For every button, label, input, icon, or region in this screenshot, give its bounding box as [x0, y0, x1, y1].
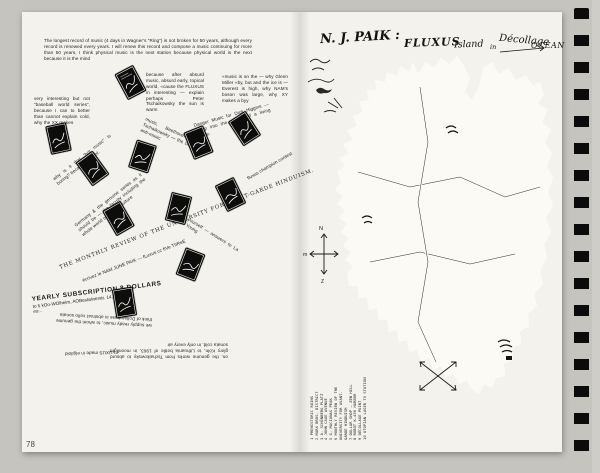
- book-cover-image: [128, 139, 157, 174]
- margin-scribbles: [307, 58, 343, 113]
- compass-icon: N m Z: [303, 226, 339, 285]
- ink-scribble: [361, 125, 513, 360]
- book-cover-image: [175, 247, 206, 282]
- compass-letter-n: N: [319, 226, 323, 232]
- upside-down-text-block: FLUXUS made in elgiloid: [64, 349, 119, 357]
- island-map-svg: N m Z: [303, 44, 554, 395]
- intro-text-block: The longest record of music (4 days in W…: [44, 38, 252, 61]
- book-cover-image: [102, 200, 135, 237]
- legend-item: 10 UTOPIAN LASER TV STATION: [362, 377, 367, 440]
- column-text-mid: because after absurd music, absurd early…: [146, 72, 204, 113]
- right-page: N m Z N. J. PAIK : FLUXUS Island in: [300, 12, 565, 452]
- left-page: The longest record of music (4 days in W…: [22, 12, 315, 452]
- map-title-island: Island: [453, 38, 484, 51]
- book-cover-image: [214, 176, 247, 213]
- island-roads: [357, 86, 541, 363]
- upside-down-text-block: we supply ready music, to whom the genui…: [55, 312, 153, 329]
- book-cover-image: [111, 286, 138, 319]
- compass-letter-z: Z: [321, 279, 324, 285]
- page-number: 78: [26, 440, 35, 449]
- book-cover-image: [164, 191, 193, 226]
- scan-edge-strip: [592, 0, 600, 473]
- compass-letter-m: m: [303, 252, 307, 258]
- map-title-ocean: OCEAN: [531, 41, 565, 50]
- island-shape: [334, 55, 554, 395]
- book-cover-image: [114, 64, 147, 101]
- page-gutter-shadow: [290, 12, 310, 452]
- map-title-fluxus: FLUXUS: [403, 35, 461, 50]
- column-text-left: very interesting but not “baseball world…: [34, 96, 90, 125]
- book-cover-image: [45, 122, 72, 155]
- map-title-in: in: [490, 43, 497, 51]
- arrow-cross-icon: [419, 361, 457, 391]
- spiral-binding-teeth: [574, 8, 589, 466]
- book-cover-image: [183, 125, 214, 160]
- title-underline-arrow: [499, 44, 545, 53]
- book-cover-image: [227, 110, 262, 147]
- subscription-block: YEARLY SUBSCRIPTION 8 DOLLARS to 5 kOo-W…: [31, 280, 163, 314]
- book-spread: The longest record of music (4 days in W…: [22, 12, 565, 452]
- legend-list: 1 PREHISTORIC RUINS 2 MARX BROS. DISTRIC…: [310, 344, 368, 440]
- upside-down-text-block: on, the genuine works from Tschaikowsky …: [110, 342, 228, 360]
- column-text-right: «music is on the — why Glenn Miller «by,…: [222, 74, 288, 103]
- book-cover-image: [75, 150, 110, 187]
